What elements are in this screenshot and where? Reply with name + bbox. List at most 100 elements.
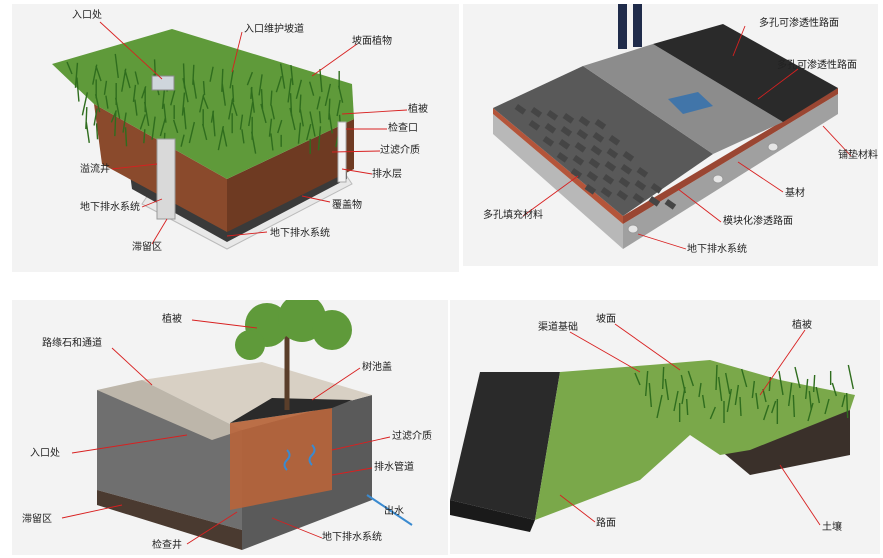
label-vegetation: 植被 [408,104,428,115]
grass-blade [656,394,663,419]
paver-block [588,158,601,169]
grass-blade [183,107,187,130]
paver-block [664,199,677,210]
grass-blade [246,71,254,86]
paver-block [570,168,583,179]
paver-block [572,155,585,166]
grass-blade [734,384,740,406]
grass-blade [212,111,216,137]
grass-blade [287,78,292,103]
grass-blade [250,131,257,154]
label-inspection-port: 检查口 [388,123,418,134]
paver-block [622,150,635,162]
paver-block [562,113,575,124]
label-inlet-ramp: 入口维护坡道 [244,24,304,35]
grass-blade [241,129,245,144]
grass-blade [260,103,267,124]
label-underdrain: 地下排水系统 [322,532,382,543]
grass-blade [134,99,138,116]
grass-blade [724,372,731,395]
label-curb: 路缘石和通道 [42,338,102,349]
road-surface [450,372,560,520]
grass-blade [188,121,196,144]
grass-blade [192,64,195,85]
grass-blade [324,83,332,107]
road-edge [450,500,535,532]
grass-blade [289,107,296,131]
grass-blade [94,94,101,113]
grass-blade [124,127,128,147]
paver-block [578,116,591,127]
label-inspection-well: 检查井 [152,540,182,551]
grass-blade [163,103,167,123]
grass-blade [277,119,283,134]
label-inlet: 入口处 [30,448,60,459]
grass-blade [812,374,816,393]
label-soil: 土壤 [822,522,842,533]
paver-block [592,132,605,143]
leader-lines [559,323,821,526]
grass-blade [74,62,79,88]
grass-blade [275,76,283,93]
grass-blade [85,121,90,143]
grass-blade [634,372,641,386]
grass-blade [673,390,679,412]
paver-block [632,193,645,204]
grass-blade [114,97,121,119]
grass-blade [250,87,255,113]
grass-blade [248,101,254,127]
tree-grate-shape [230,398,352,423]
grass-blade [681,386,686,405]
grass-blade [644,370,649,397]
grass-surface [52,29,354,179]
label-drain-pipe: 排水管道 [374,462,414,473]
grass-blade [239,114,244,130]
grass-blade [122,112,127,133]
grass-blade [299,109,304,127]
grass-blade [841,394,846,408]
leader-lines [61,319,391,545]
grass-blade [229,70,234,89]
paver-block [608,135,621,146]
grass-blade [740,368,748,388]
paver-block [620,164,633,175]
label-underdrain-2: 地下排水系统 [270,228,330,239]
paver-block [544,123,557,134]
grass-blade [317,126,322,151]
grass-blade [209,66,214,82]
bedding-front [493,108,623,224]
grass-blade [687,370,694,387]
grass-blade [763,404,770,421]
overflow-well-shape [156,138,176,220]
label-porous-fill: 多孔填充材料 [483,210,543,221]
person-leg-left [618,4,627,49]
permeable-pavement-panel: 多孔可渗透性路面 多孔可渗透性路面 铺垫材料 基材 多孔填充材料 模块化渗透路面… [463,4,878,266]
permeable-pavement-illustration [493,4,852,250]
paver-pattern [514,104,677,210]
grass-blade [268,118,273,137]
grass-blade [221,68,224,92]
grass-blade [192,79,197,99]
paver-block [530,107,543,118]
paver-block [560,126,573,137]
modular-pavers [493,66,713,216]
grass-blade [771,400,777,414]
paver-block [618,177,631,188]
grass-blade [202,95,209,110]
grass-blade [270,90,273,106]
grass-blade [139,114,147,130]
grass-blade [845,392,849,419]
label-modular-paving: 模块化渗透路面 [723,216,793,227]
bioretention-panel: 入口处 入口维护坡道 坡面植物 植被 检查口 过滤介质 排水层 溢流井 覆盖物 … [12,4,459,272]
paver-block [546,110,559,121]
grass-blade [768,376,772,392]
bedding-side [623,88,838,224]
grass-blade [698,382,702,398]
gravel-side [623,94,838,249]
grass-blade [258,74,263,96]
grass-blade [105,95,109,109]
grass-blade [295,79,303,99]
label-filter-media: 过滤介质 [380,145,420,156]
label-porous-road-1: 多孔可渗透性路面 [759,18,839,29]
porous-asphalt [653,24,838,122]
